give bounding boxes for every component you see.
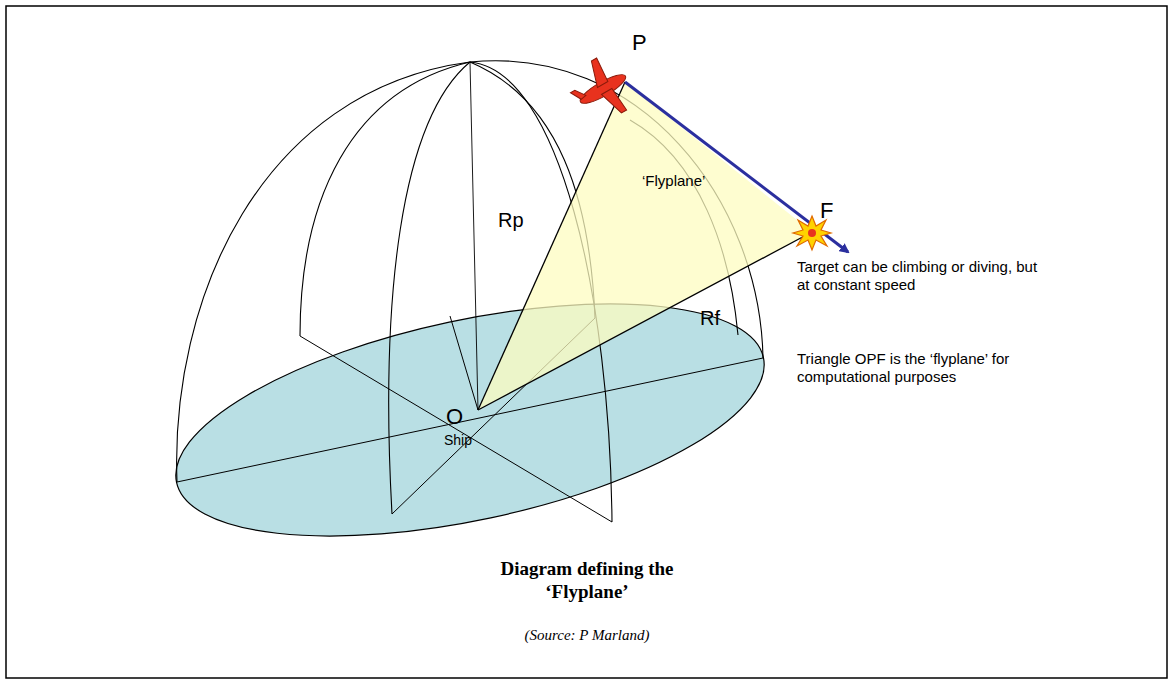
ground-plane (156, 260, 784, 580)
flight-path-arrow (625, 82, 848, 252)
range-label: Rf (700, 306, 720, 330)
range-line-rf (478, 232, 812, 410)
aircraft-icon (562, 50, 640, 130)
burst-core (808, 229, 816, 237)
frame (6, 6, 1167, 678)
point-label: O (446, 404, 463, 430)
range-label: Rp (498, 208, 524, 232)
point-label: F (820, 198, 833, 224)
point-label: P (632, 30, 647, 56)
diagram-caption: (Source: P Marland) (525, 626, 650, 644)
ship-label: Ship (444, 432, 472, 449)
range-line-rp (478, 82, 625, 410)
note: Triangle OPF is the ‘flyplane’ for compu… (797, 350, 1032, 386)
note: Target can be climbing or diving, but at… (797, 258, 1052, 294)
plane-label: ‘Flyplane’ (642, 172, 705, 190)
flyplane-triangle (478, 82, 812, 410)
diagram-title: Diagram defining the ‘Flyplane’ (487, 558, 687, 604)
